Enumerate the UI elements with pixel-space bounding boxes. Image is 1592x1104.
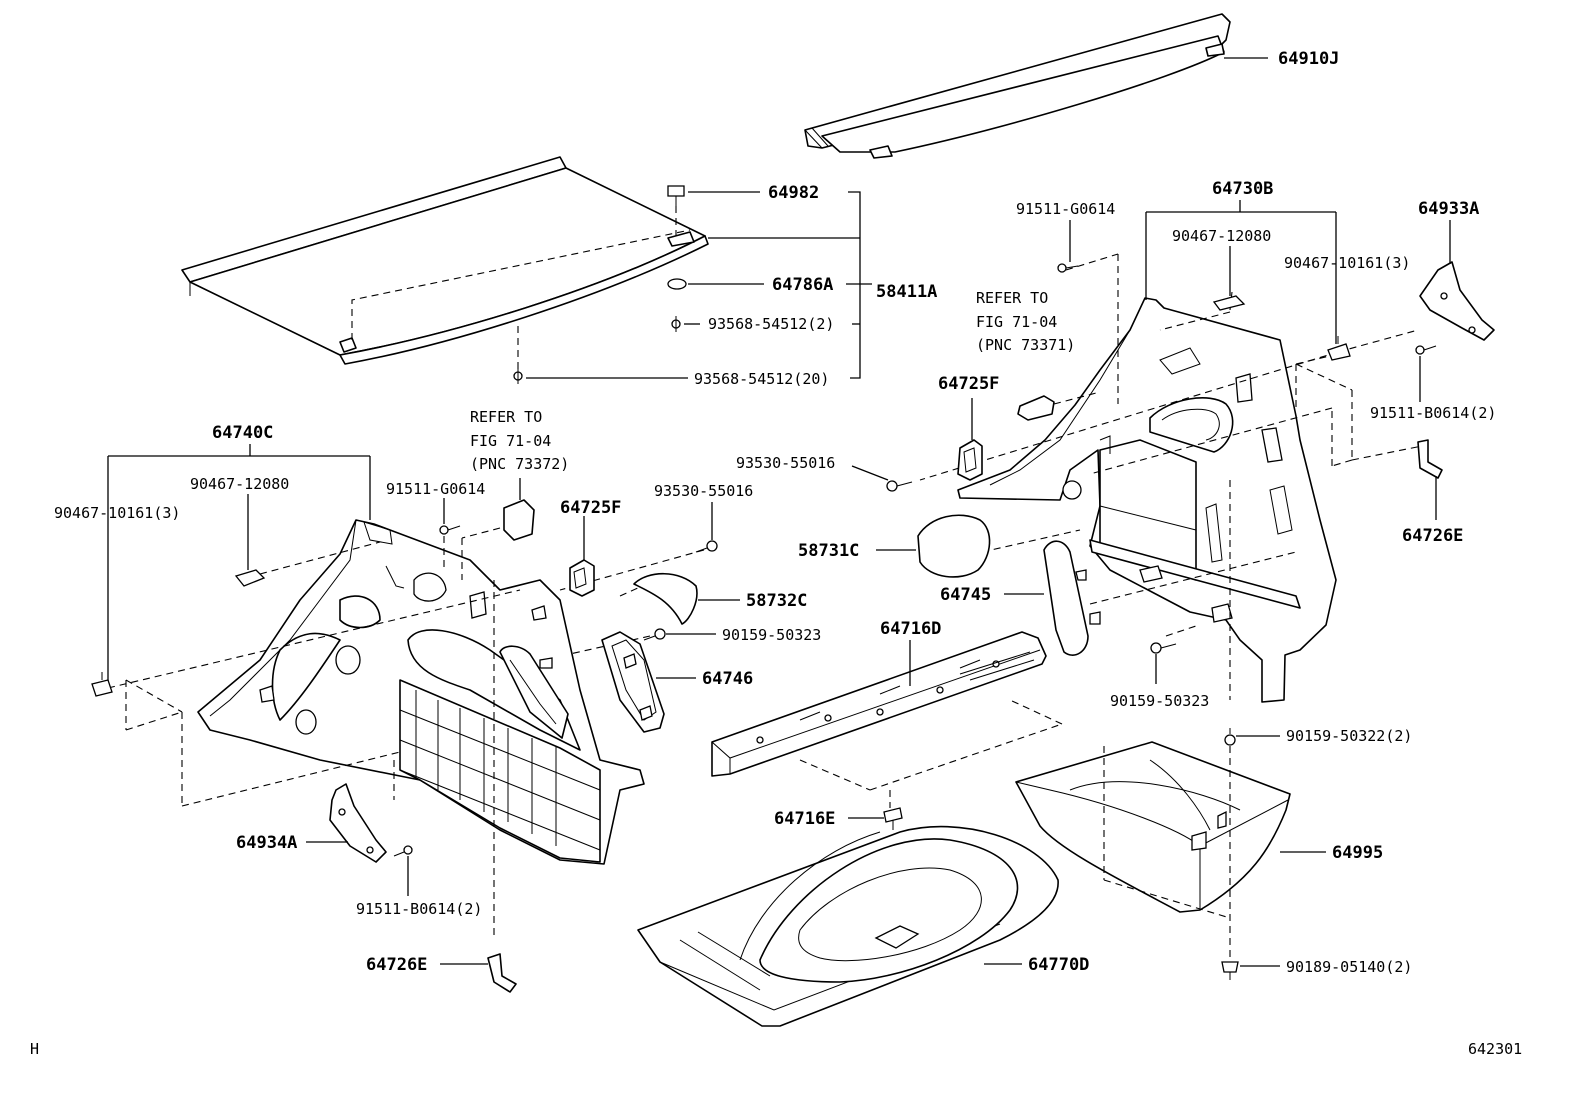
clip-90189-05140: 90189-05140(2) [1221, 958, 1412, 980]
refer-right-line1: REFER TO [976, 289, 1048, 307]
screw-91511-b0614-right: 91511-B0614(2) [1370, 345, 1496, 422]
label-58731c: 58731C [798, 541, 859, 561]
label-91511-b0614-left: 91511-B0614(2) [356, 900, 482, 918]
alignment-lines-right [919, 253, 1423, 700]
cover-58732c: 58732C [633, 573, 807, 625]
corner-mark: H [30, 1040, 39, 1058]
deck-board-64770d: 64770D [637, 825, 1089, 1027]
label-93530-55016-left: 93530-55016 [654, 482, 753, 500]
bracket-64934a: 64934A [236, 783, 387, 863]
refer-left-line1: REFER TO [470, 408, 542, 426]
label-91511-b0614-right: 91511-B0614(2) [1370, 404, 1496, 422]
label-64746: 64746 [702, 669, 753, 689]
screw-93530-left: 93530-55016 [654, 482, 753, 553]
label-64786a: 64786A [772, 275, 833, 295]
cover-64745: 64745 [940, 540, 1101, 656]
screw-91511-b0614-left: 91511-B0614(2) [356, 845, 482, 918]
label-64995: 64995 [1332, 843, 1383, 863]
label-64730b: 64730B [1212, 179, 1273, 199]
retainer-64786a: 64786A [667, 275, 833, 295]
screw-93568-2: 93568-54512(2) [671, 315, 834, 333]
label-64726e-left: 64726E [366, 955, 427, 975]
label-90159-50322: 90159-50322(2) [1286, 727, 1412, 745]
screw-93568-20: 93568-54512(20) [513, 368, 829, 388]
label-64716e: 64716E [774, 809, 835, 829]
label-93568-54512-20: 93568-54512(20) [694, 370, 829, 388]
screw-90159-50323-right: 90159-50323 [1110, 642, 1209, 710]
label-90189-05140: 90189-05140(2) [1286, 958, 1412, 976]
label-64910j: 64910J [1278, 49, 1339, 69]
label-64716d: 64716D [880, 619, 941, 639]
label-90467-10161-right: 90467-10161(3) [1284, 254, 1410, 272]
label-64934a: 64934A [236, 833, 297, 853]
cover-64746: 64746 [601, 631, 753, 733]
clip-90467-10161-right: 90467-10161(3) [1284, 254, 1410, 361]
label-58732c: 58732C [746, 591, 807, 611]
figure-number: 642301 [1468, 1040, 1522, 1058]
screw-93530-right: 93530-55016 [736, 454, 913, 492]
cover-58731c: 58731C [798, 514, 991, 578]
label-91511-g0614-left: 91511-G0614 [386, 480, 485, 498]
package-tray-58411a [181, 156, 709, 370]
scuff-plate-64716d: 64716D [711, 619, 1063, 808]
label-64933a: 64933A [1418, 199, 1479, 219]
label-64725f-right: 64725F [938, 374, 999, 394]
label-90467-10161-left: 90467-10161(3) [54, 504, 180, 522]
clip-90467-12080-left: 90467-12080 [190, 475, 289, 587]
hook-64725f-left: 64725F [560, 498, 621, 597]
label-93568-54512-2: 93568-54512(2) [708, 315, 834, 333]
clip-91511-g0614-right: 91511-G0614 [1016, 200, 1115, 273]
refer-left-line2: FIG 71-04 [470, 432, 551, 450]
clip-90467-12080-right: 90467-12080 [1172, 227, 1271, 311]
label-90159-50323-right: 90159-50323 [1110, 692, 1209, 710]
left-quarter-trim-64740c: 64740C [107, 423, 645, 865]
label-93530-55016-right: 93530-55016 [736, 454, 835, 472]
label-64740c: 64740C [212, 423, 273, 443]
clip-64716e: 64716E [774, 807, 903, 830]
clip-90467-10161-left: 90467-10161(3) [54, 504, 180, 697]
refer-left-line3: (PNC 73372) [470, 455, 569, 473]
label-64770d: 64770D [1028, 955, 1089, 975]
bracket-64933a: 64933A [1418, 199, 1495, 341]
hook-64725f-right: 64725F [938, 374, 999, 481]
screw-90159-50323-left: 90159-50323 [643, 626, 821, 644]
bracket-58411a: 58411A [708, 191, 937, 379]
refer-note-right: REFER TO FIG 71-04 (PNC 73371) [976, 289, 1101, 421]
clip-64982: 64982 [667, 183, 819, 236]
label-64982: 64982 [768, 183, 819, 203]
hook-64726e-right: 64726E [1402, 439, 1463, 546]
storage-tray-64995: 64995 [1015, 741, 1383, 960]
refer-note-left: REFER TO FIG 71-04 (PNC 73372) [470, 408, 569, 541]
label-64726e-right: 64726E [1402, 526, 1463, 546]
refer-right-line3: (PNC 73371) [976, 336, 1075, 354]
refer-right-line2: FIG 71-04 [976, 313, 1057, 331]
screw-90159-50322: 90159-50322(2) [1224, 727, 1412, 746]
label-64745: 64745 [940, 585, 991, 605]
label-64725f-left: 64725F [560, 498, 621, 518]
label-90159-50323-left: 90159-50323 [722, 626, 821, 644]
label-91511-g0614-right: 91511-G0614 [1016, 200, 1115, 218]
label-90467-12080-left: 90467-12080 [190, 475, 289, 493]
right-quarter-trim-64730b: 64730B [957, 179, 1337, 703]
label-58411a: 58411A [876, 282, 937, 302]
clip-91511-g0614-left: 91511-G0614 [386, 480, 485, 535]
hook-64726e-left: 64726E [366, 953, 517, 993]
label-90467-12080-right: 90467-12080 [1172, 227, 1271, 245]
tonneau-cover-64910j: 64910J [804, 13, 1339, 159]
